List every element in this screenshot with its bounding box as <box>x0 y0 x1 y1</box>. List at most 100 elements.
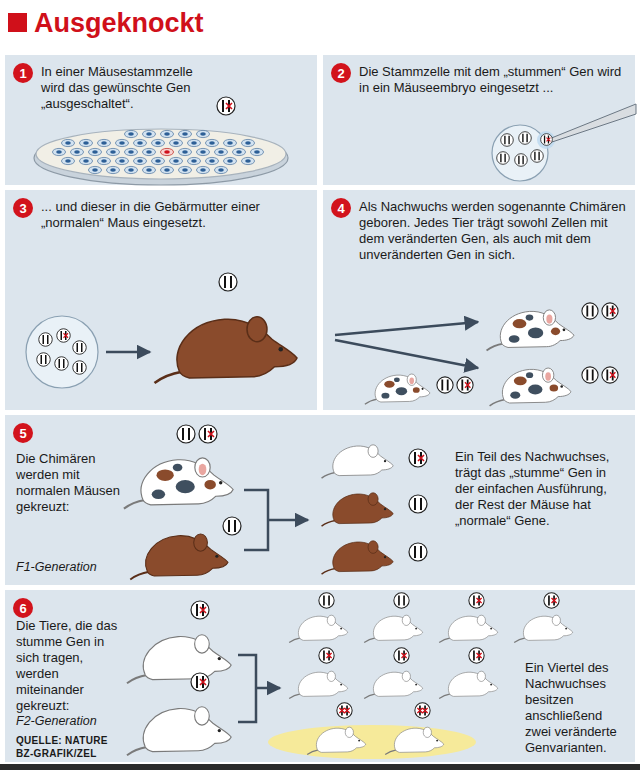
offspring <box>289 593 573 755</box>
step-panel: Als Nachwuchs werden sogenannte Chimären… <box>323 190 635 410</box>
text-slot: Die Stammzelle mit dem „stummen“ Gen wir… <box>359 64 624 96</box>
cell-nucleus <box>173 159 179 162</box>
cell-nucleus <box>101 141 107 144</box>
cell-nucleus <box>65 141 71 144</box>
cell-nucleus <box>128 168 134 171</box>
cell-nucleus <box>164 132 170 135</box>
panel-text: Ein Teil des Nachwuchses, trägt das „stu… <box>455 449 627 529</box>
panel-text: ... und dieser in die Gebärmutter einer … <box>41 199 309 231</box>
cell-nucleus <box>146 132 152 135</box>
stem-cell <box>80 157 93 164</box>
stem-cell <box>152 139 165 146</box>
stem-cell <box>98 157 111 164</box>
cell-nucleus <box>101 159 107 162</box>
step-number: 6 <box>13 598 33 618</box>
cell-nucleus <box>146 168 152 171</box>
cell-nucleus <box>146 150 152 153</box>
cell-nucleus <box>155 159 161 162</box>
cell-nucleus <box>245 141 251 144</box>
stem-cell <box>224 139 237 146</box>
stem-cell <box>233 148 246 155</box>
bottom-rule <box>0 764 640 770</box>
cell-nucleus <box>209 141 215 144</box>
stem-cell <box>161 166 174 173</box>
cell-nucleus <box>74 150 80 153</box>
panel-text: Als Nachwuchs werden sogenannte Chimären… <box>359 199 631 263</box>
step-number-text: 4 <box>337 202 344 215</box>
step-number-text: 5 <box>19 427 26 440</box>
step-number: 1 <box>13 63 33 83</box>
text-slot: ... und dieser in die Gebärmutter einer … <box>41 199 309 231</box>
stem-cell <box>197 166 210 173</box>
step-number: 4 <box>331 198 351 218</box>
cell-nucleus <box>128 132 134 135</box>
stem-cell <box>242 139 255 146</box>
pipette <box>537 104 636 149</box>
step-panel: ... und dieser in die Gebärmutter einer … <box>5 190 317 410</box>
text-slot: In einer Mäusestammzelle wird das gewüns… <box>41 64 196 112</box>
stem-cell <box>143 130 156 137</box>
text-slot: Die Chimären werden mit normalen Mäusen … <box>16 451 121 515</box>
stem-cell <box>197 148 210 155</box>
white-mouse <box>127 635 231 683</box>
stem-cell <box>161 148 174 155</box>
text-slot: Als Nachwuchs werden sogenannte Chimären… <box>359 199 631 263</box>
embryo <box>492 125 548 181</box>
stem-cell <box>125 130 138 137</box>
panel-text: Die Stammzelle mit dem „stummen“ Gen wir… <box>359 64 624 96</box>
cell-nucleus <box>227 141 233 144</box>
generation-label: F2-Generation <box>16 714 97 728</box>
generation-label: F1-Generation <box>16 560 97 574</box>
text-slot: Ein Viertel des Nachwuchses besitzen ans… <box>525 660 631 756</box>
stem-cell <box>62 157 75 164</box>
stem-cell <box>197 130 210 137</box>
stem-cell <box>251 148 264 155</box>
stem-cell <box>161 130 174 137</box>
stem-cell <box>179 130 192 137</box>
cell-nucleus <box>56 150 62 153</box>
white-mouse <box>322 445 394 478</box>
cross-bracket <box>244 490 308 550</box>
text-slot: Die Tiere, die das stumme Gen in sich tr… <box>16 618 128 714</box>
step-panel: In einer Mäusestammzelle wird das gewüns… <box>5 55 317 185</box>
highlight-ellipse <box>268 725 476 759</box>
cell-nucleus <box>119 141 125 144</box>
stem-cell <box>170 157 183 164</box>
source-credit: QUELLE: NATURE <box>16 735 108 746</box>
cell-nucleus <box>92 150 98 153</box>
cell-nucleus <box>119 159 125 162</box>
cell-nucleus <box>182 150 188 153</box>
stem-cell <box>134 157 147 164</box>
cell-nucleus <box>218 150 224 153</box>
brown-mouse <box>130 534 228 579</box>
cell-nucleus <box>164 150 170 153</box>
panel-text: In einer Mäusestammzelle wird das gewüns… <box>41 64 196 112</box>
stem-cell <box>116 157 129 164</box>
stem-cell <box>152 157 165 164</box>
panel-text: Ein Viertel des Nachwuchses besitzen ans… <box>525 660 631 756</box>
stem-cell <box>188 157 201 164</box>
stem-cell <box>134 139 147 146</box>
title-square <box>8 13 27 32</box>
title: Ausgeknockt <box>34 7 204 39</box>
stem-cell <box>179 148 192 155</box>
cell-nucleus <box>218 168 224 171</box>
cell-nucleus <box>128 150 134 153</box>
cell-nucleus <box>65 159 71 162</box>
cell-nucleus <box>83 159 89 162</box>
panel-text: Die Chimären werden mit normalen Mäusen … <box>16 451 121 515</box>
stem-cell <box>179 166 192 173</box>
cell-nucleus <box>191 141 197 144</box>
cell-nucleus <box>137 141 143 144</box>
cell-nucleus <box>137 159 143 162</box>
stem-cell <box>98 139 111 146</box>
stem-cell <box>125 148 138 155</box>
arrow <box>335 340 478 368</box>
stem-cell <box>188 139 201 146</box>
step-number-text: 6 <box>19 602 26 615</box>
cell-nucleus <box>191 159 197 162</box>
stem-cell <box>89 166 102 173</box>
stem-cell <box>242 157 255 164</box>
